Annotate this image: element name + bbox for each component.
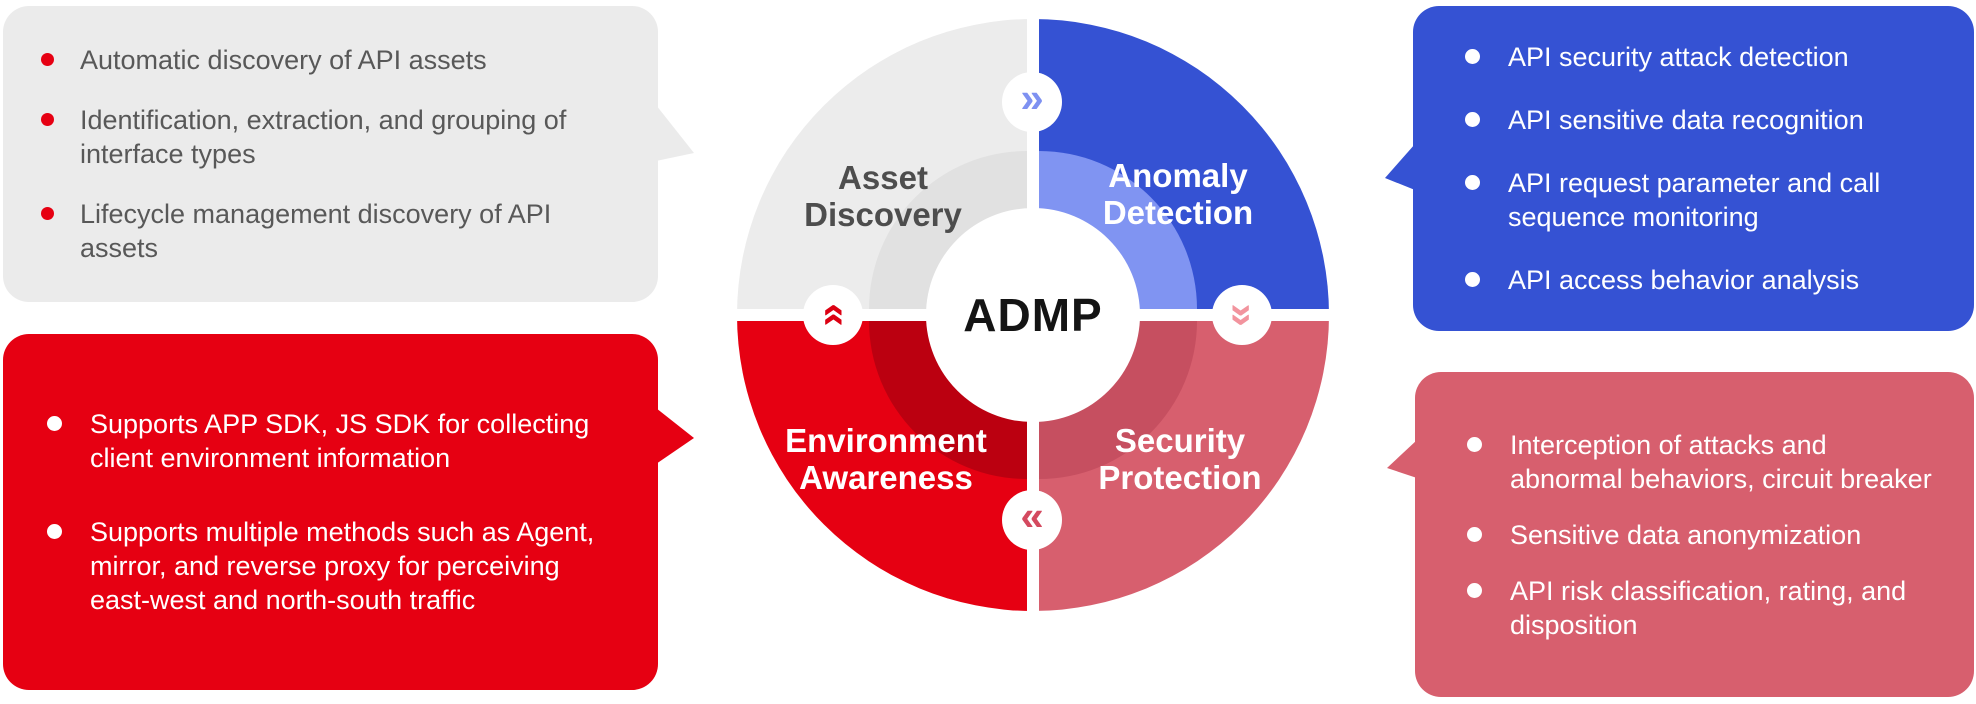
quadrant-label-asset-discovery: Asset Discovery	[804, 159, 962, 233]
chevrons-up-icon: »	[806, 303, 854, 327]
list-item: Sensitive data anonymization	[1467, 518, 1938, 552]
callout-security-protection: Interception of attacks and abnormal beh…	[1387, 372, 1974, 697]
quadrant-label-security-protection: Security Protection	[1098, 422, 1262, 496]
bullet-icon	[1467, 582, 1482, 598]
environment-awareness-list: Supports APP SDK, JS SDK for collecting …	[47, 407, 602, 617]
quadrant-label-environment-awareness: Environment Awareness	[785, 422, 987, 496]
anomaly-detection-list: API security attack detection API sensit…	[1465, 40, 1938, 297]
bullet-icon	[41, 53, 54, 66]
connector-bottom: «	[1002, 490, 1062, 550]
list-item: Supports APP SDK, JS SDK for collecting …	[47, 407, 602, 475]
bullet-icon	[47, 524, 62, 539]
list-item: API request parameter and call sequence …	[1465, 166, 1938, 234]
list-item-text: Automatic discovery of API assets	[80, 45, 487, 75]
bullet-icon	[1465, 112, 1480, 127]
security-protection-list: Interception of attacks and abnormal beh…	[1467, 428, 1938, 642]
callout-asset-discovery: Automatic discovery of API assets Identi…	[3, 6, 694, 302]
callout-environment-awareness: Supports APP SDK, JS SDK for collecting …	[3, 334, 694, 690]
list-item: Interception of attacks and abnormal beh…	[1467, 428, 1938, 496]
bullet-icon	[1467, 526, 1482, 542]
list-item-text: API risk classification, rating, and dis…	[1510, 575, 1907, 640]
list-item-text: API request parameter and call sequence …	[1508, 168, 1881, 232]
center-label: ADMP	[963, 289, 1103, 341]
connector-top: »	[1002, 72, 1062, 132]
list-item: Identification, extraction, and grouping…	[41, 103, 598, 171]
chevrons-down-icon: »	[1220, 303, 1268, 327]
chevrons-right-icon: »	[1020, 74, 1044, 121]
list-item: API security attack detection	[1465, 40, 1938, 74]
callout-tail	[656, 105, 694, 161]
callout-tail	[1385, 144, 1415, 190]
list-item-text: API security attack detection	[1508, 42, 1849, 72]
list-item: API risk classification, rating, and dis…	[1467, 574, 1938, 642]
callout-anomaly-detection: API security attack detection API sensit…	[1385, 6, 1974, 331]
asset-discovery-list: Automatic discovery of API assets Identi…	[41, 43, 598, 265]
list-item: API access behavior analysis	[1465, 263, 1938, 297]
list-item-text: Identification, extraction, and grouping…	[80, 105, 567, 169]
callout-tail	[1387, 440, 1417, 478]
list-item: API sensitive data recognition	[1465, 103, 1938, 137]
list-item-text: Supports APP SDK, JS SDK for collecting …	[90, 409, 590, 473]
list-item: Lifecycle management discovery of API as…	[41, 197, 598, 265]
list-item-text: API access behavior analysis	[1508, 265, 1860, 295]
list-item-text: Lifecycle management discovery of API as…	[80, 199, 552, 263]
list-item-text: Sensitive data anonymization	[1510, 519, 1862, 550]
connector-right: »	[1212, 285, 1272, 345]
list-item-text: Supports multiple methods such as Agent,…	[90, 517, 595, 615]
list-item-text: Interception of attacks and abnormal beh…	[1510, 429, 1932, 494]
bullet-icon	[1467, 436, 1482, 452]
connector-left: »	[803, 285, 863, 345]
list-item: Automatic discovery of API assets	[41, 43, 598, 77]
bullet-icon	[41, 207, 54, 220]
callout-tail	[656, 408, 694, 464]
quadrant-label-anomaly-detection: Anomaly Detection	[1102, 157, 1254, 231]
chevrons-left-icon: «	[1020, 492, 1044, 539]
bullet-icon	[1465, 272, 1480, 287]
bullet-icon	[47, 416, 62, 431]
list-item: Supports multiple methods such as Agent,…	[47, 515, 602, 617]
list-item-text: API sensitive data recognition	[1508, 105, 1864, 135]
admp-wheel: Asset Discovery Anomaly Detection Enviro…	[737, 19, 1329, 611]
center-hub: ADMP	[926, 208, 1140, 422]
bullet-icon	[1465, 49, 1480, 64]
bullet-icon	[41, 113, 54, 126]
bullet-icon	[1465, 175, 1480, 190]
